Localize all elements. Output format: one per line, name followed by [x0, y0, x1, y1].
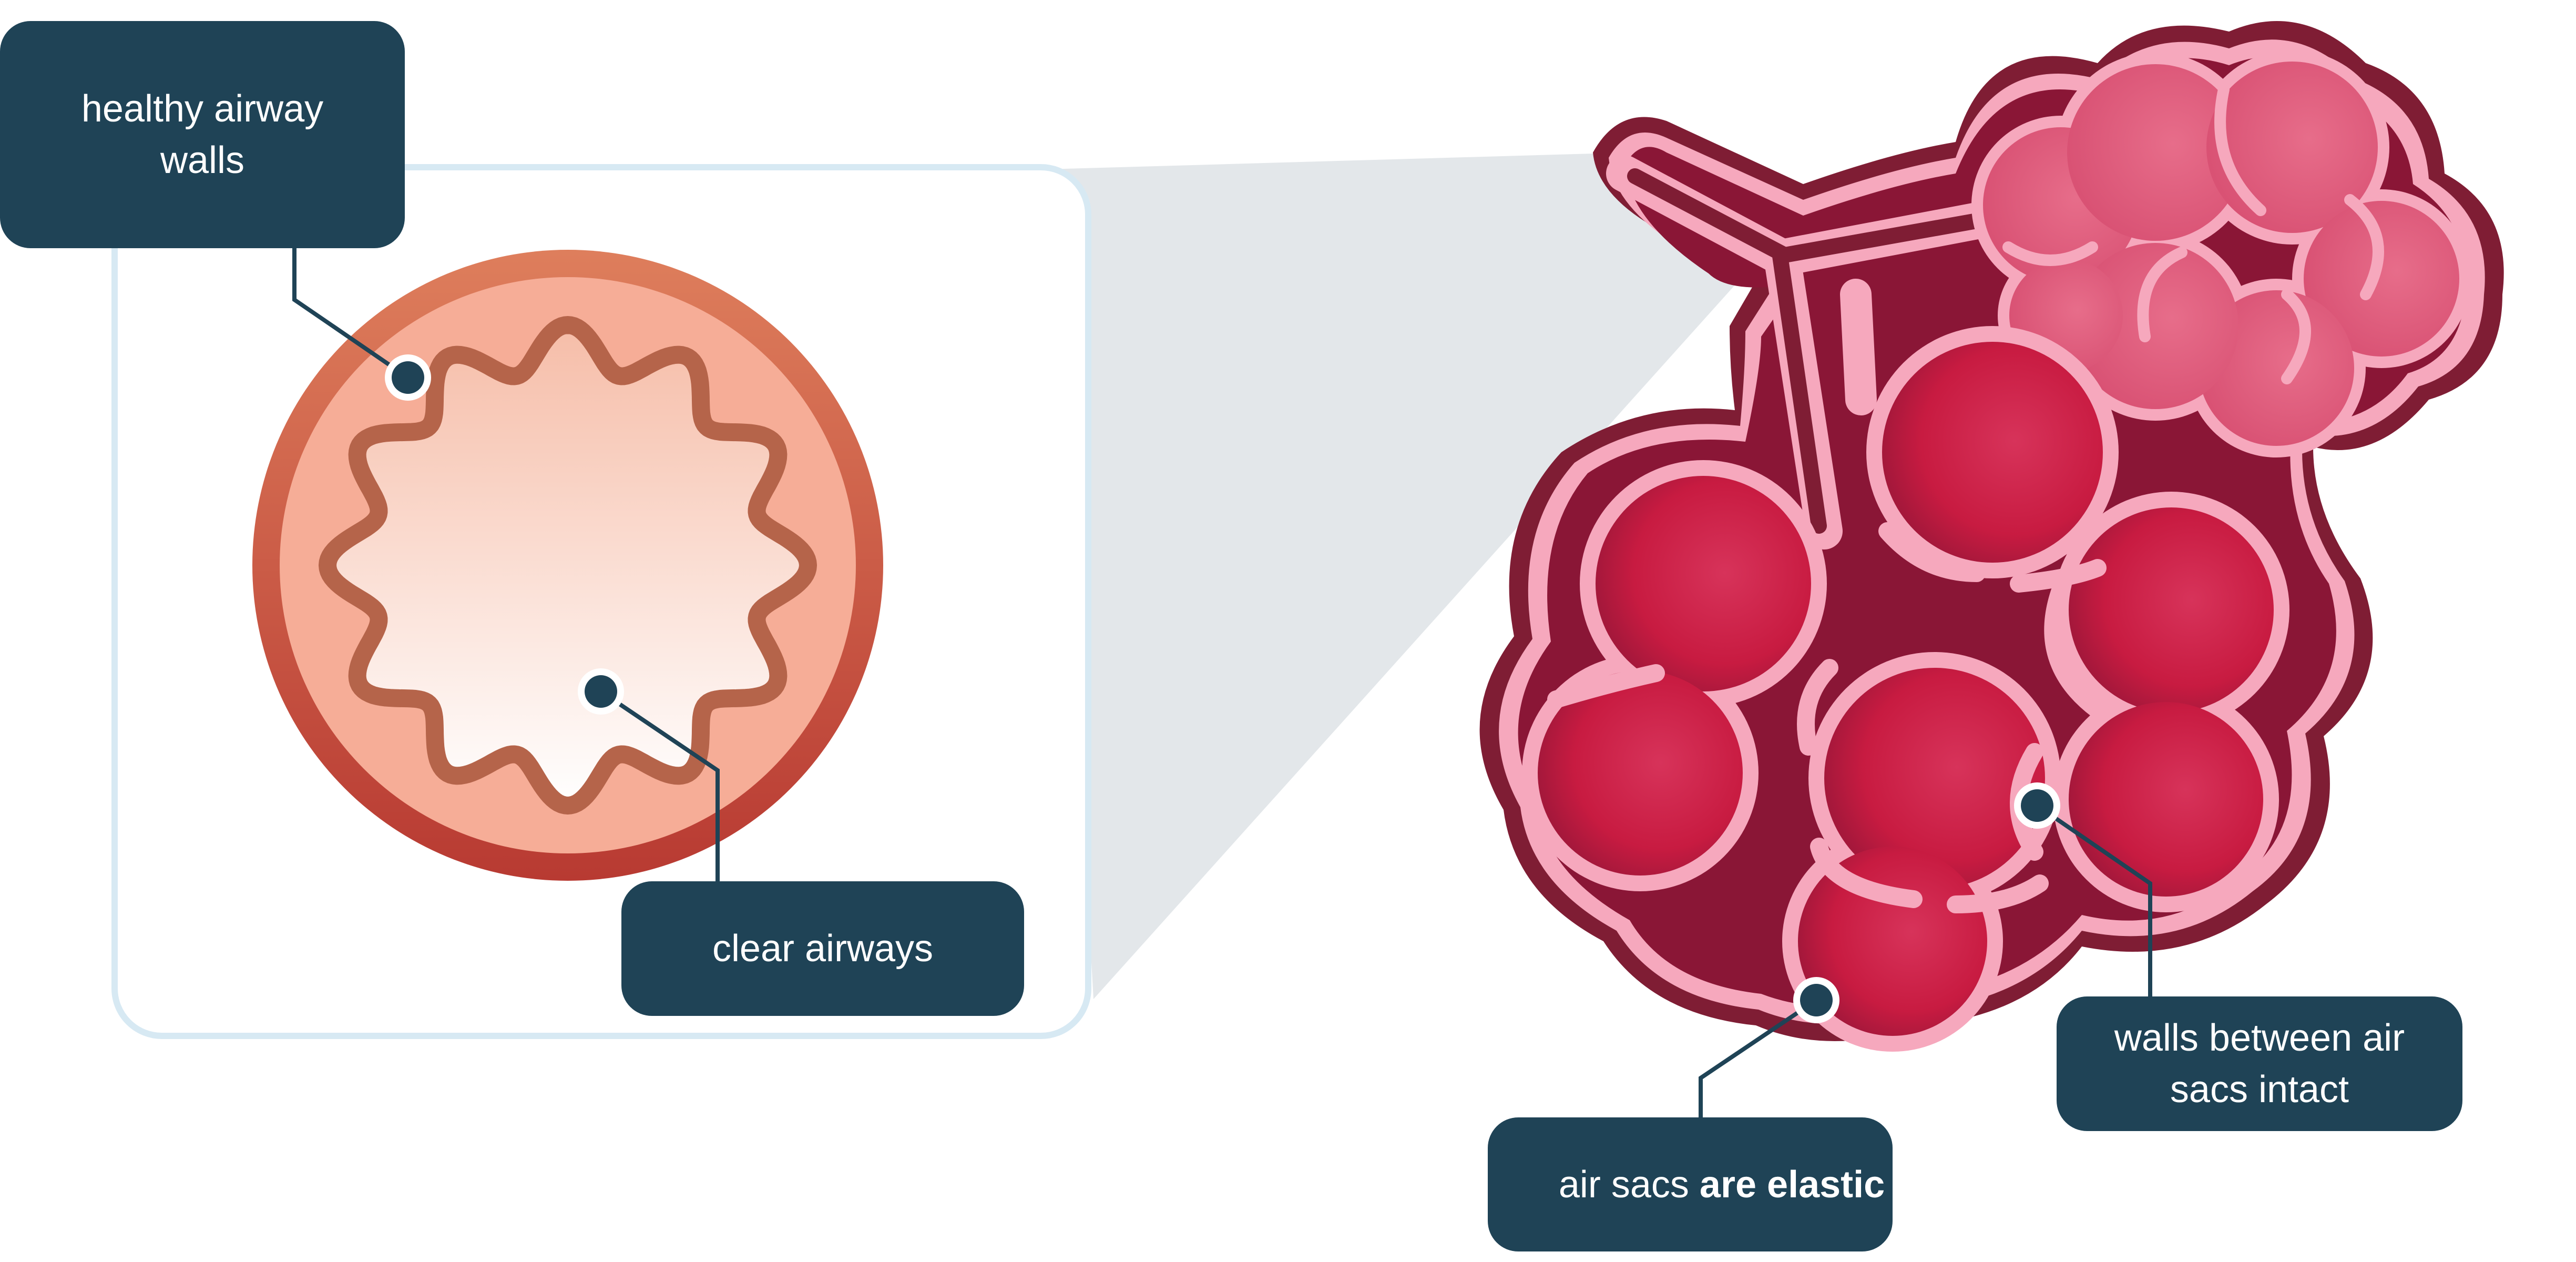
label-walls-between-line2: sacs intact: [2170, 1068, 2349, 1111]
pointer-dots-left: [385, 354, 624, 715]
airway-cross-section: [252, 250, 883, 881]
leader-lines-right: [1699, 803, 2152, 1117]
zoom-wedge: [1046, 152, 1745, 999]
airway-wall-icon: [319, 316, 817, 815]
label-healthy-airway-walls: healthy airway walls: [0, 21, 405, 248]
label-air-sacs-elastic: air sacs are elastic: [1488, 1117, 1893, 1251]
label-healthy-airway-walls-line1: healthy airway: [81, 88, 324, 130]
alveoli-cluster: [1479, 21, 2504, 1052]
label-healthy-airway-walls-line2: walls: [160, 139, 244, 181]
leader-lines-left: [292, 247, 720, 881]
label-walls-between-line1: walls between air: [2114, 1017, 2405, 1059]
label-clear-airways: clear airways: [621, 881, 1024, 1016]
label-air-sacs-prefix: air sacs: [1558, 1163, 1700, 1206]
pointer-dots-right: [1793, 782, 2060, 1023]
label-walls-between-air-sacs: walls between air sacs intact: [2057, 996, 2462, 1131]
label-air-sacs-bold: are elastic: [1699, 1163, 1885, 1206]
label-clear-airways-text: clear airways: [712, 928, 934, 970]
